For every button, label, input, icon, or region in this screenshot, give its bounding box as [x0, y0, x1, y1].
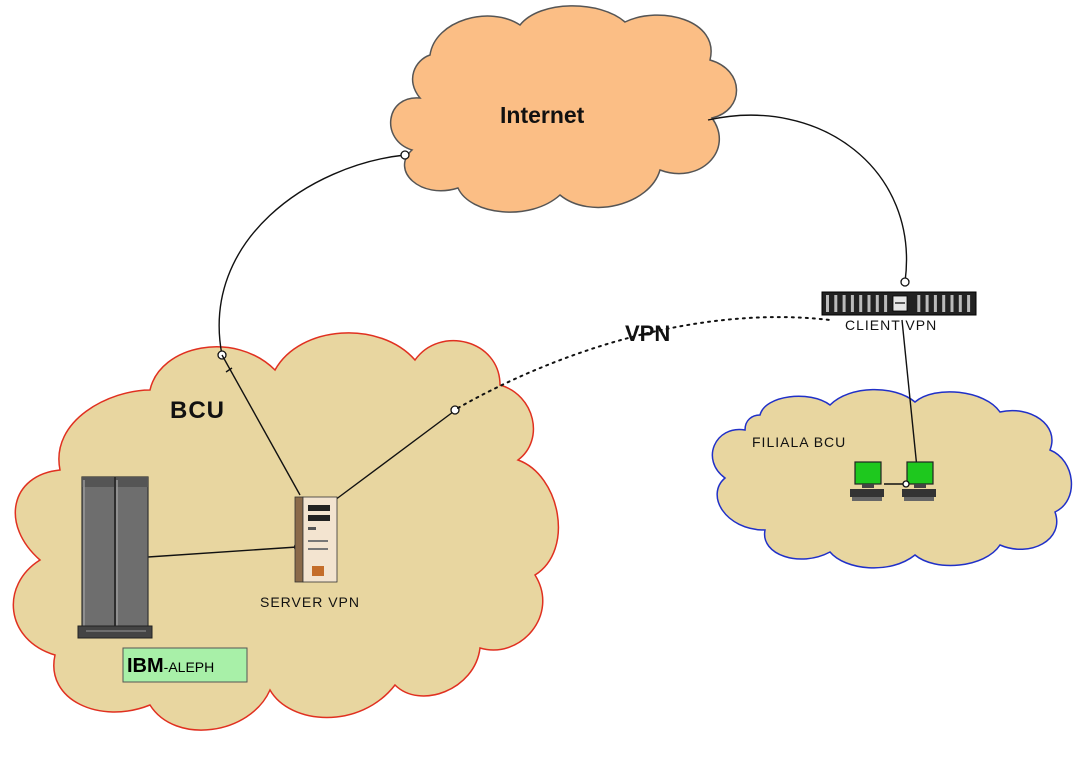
router-slot	[917, 295, 921, 312]
vpn-label: VPN	[625, 321, 670, 346]
client-vpn-label: CLIENT VPN	[845, 317, 937, 333]
router-slot	[950, 295, 954, 312]
svg-text:IBM-ALEPH: IBM-ALEPH	[127, 655, 214, 677]
router-slot	[859, 295, 863, 312]
mainframe-server-icon	[77, 476, 153, 639]
link-mainframe-server	[147, 546, 298, 558]
router-slot	[842, 295, 846, 312]
workstation-computer-icon	[902, 461, 936, 501]
internet-label: Internet	[500, 102, 585, 128]
router-slot	[834, 295, 838, 312]
router-slot	[933, 295, 937, 312]
workstation-computer-icon	[850, 461, 884, 501]
link-server-vpn-port	[334, 411, 454, 501]
bcu-label: BCU	[170, 397, 225, 424]
router-slot	[867, 295, 871, 312]
filiala-cloud	[711, 388, 1072, 569]
router-slot	[875, 295, 879, 312]
router-slot	[942, 295, 946, 312]
router-slot	[884, 295, 888, 312]
router-slot	[967, 295, 971, 312]
port-client-top	[900, 277, 910, 287]
port-workstation	[902, 480, 910, 488]
server-vpn-label: SERVER VPN	[260, 594, 360, 610]
link-internet-client	[707, 114, 908, 283]
router-slot	[850, 295, 854, 312]
ibm-aleph-label: IBM-ALEPH	[122, 647, 248, 683]
link-client-workstation	[901, 319, 919, 479]
link-internet-bcu	[218, 154, 406, 356]
port-internet-left	[400, 150, 410, 160]
tick-mark	[225, 367, 233, 373]
router-slot	[925, 295, 929, 312]
internet-cloud	[389, 5, 738, 213]
router-slot	[958, 295, 962, 312]
filiala-bcu-label: FILIALA BCU	[752, 434, 846, 450]
link-bcu-server	[221, 354, 301, 496]
router-slot	[826, 295, 829, 312]
vpn-tunnel-line	[457, 316, 831, 409]
vpn-client-router-icon	[821, 291, 977, 316]
vpn-server-tower-icon	[294, 496, 338, 583]
